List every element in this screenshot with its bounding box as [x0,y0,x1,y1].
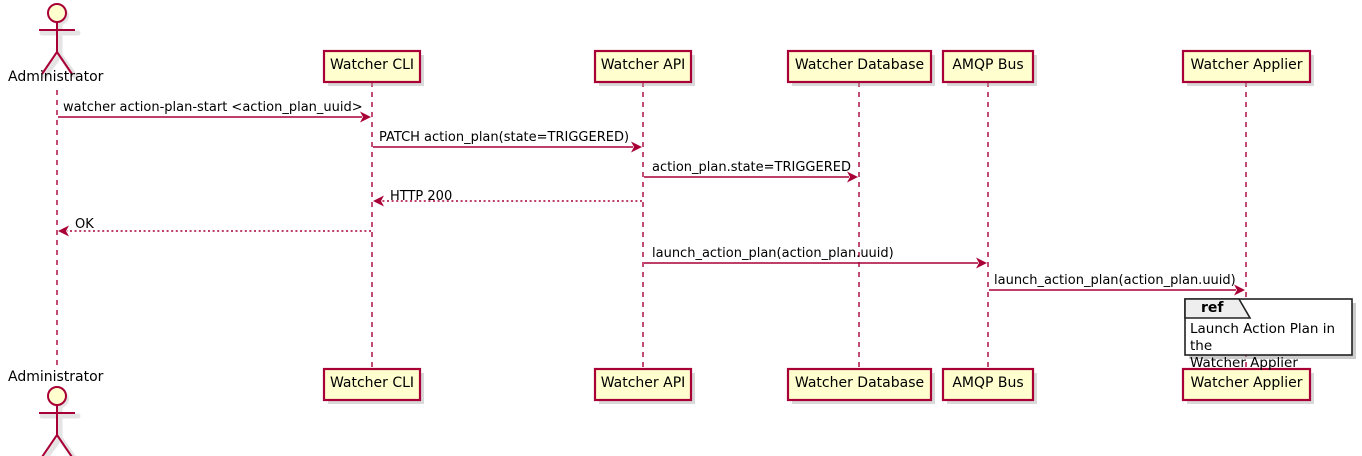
participant-label-watcher-api-top: Watcher API [600,57,686,73]
participant-box-amqp-bus-top[interactable] [941,49,1035,84]
message-arrowhead-m5 [58,225,69,237]
ref-tab-ref1 [1184,298,1252,319]
message-m5[interactable] [58,225,371,237]
participant-label-watcher-cli-top: Watcher CLI [329,57,415,73]
actor-head-icon [47,386,67,406]
participant-label-watcher-api-bottom: Watcher API [600,375,686,391]
message-arrows-group [58,111,1245,296]
message-arrowhead-m3 [847,171,858,183]
ref-body-text-ref1: Launch Action Plan in the Watcher Applie… [1190,321,1336,371]
message-label-m4: HTTP 200 [390,189,453,204]
actor-leg-left [41,51,58,75]
actor-figure-administrator-bottom [39,386,81,456]
message-arrowhead-m7 [1234,284,1245,296]
actor-figure-administrator-top [39,3,81,79]
actor-leg-left [41,434,58,456]
message-m2[interactable] [373,141,642,153]
participant-box-watcher-api-bottom[interactable] [593,367,693,402]
message-arrowhead-m4 [373,195,384,207]
message-m1[interactable] [58,111,371,123]
participant-label-watcher-cli-bottom: Watcher CLI [329,375,415,391]
actor-label-administrator-bottom: Administrator [8,369,104,385]
participant-box-watcher-applier-bottom[interactable] [1181,367,1312,402]
ref-fragment-ref1[interactable] [1184,298,1356,359]
lifelines-group [56,82,1247,369]
participant-label-amqp-bus-top: AMQP Bus [952,57,1024,73]
participant-label-watcher-applier-top: Watcher Applier [1190,57,1303,73]
participant-box-watcher-database-bottom[interactable] [786,367,933,402]
participant-box-watcher-applier-top[interactable] [1181,49,1312,84]
participant-boxes-group [322,49,1314,404]
message-label-m1: watcher action-plan-start <action_plan_u… [63,100,363,115]
message-arrowhead-m2 [631,141,642,153]
participant-label-watcher-database-bottom: Watcher Database [794,375,925,391]
actor-leg-right [56,434,73,456]
message-label-m2: PATCH action_plan(state=TRIGGERED) [379,130,630,145]
actor-leg-right [56,51,73,75]
participant-label-amqp-bus-bottom: AMQP Bus [952,375,1024,391]
participant-box-watcher-cli-top[interactable] [322,49,422,84]
message-label-m7: launch_action_plan(action_plan.uuid) [994,273,1236,288]
message-m3[interactable] [644,171,858,183]
message-m7[interactable] [989,284,1245,296]
message-m4[interactable] [373,195,642,207]
actor-shadow-body [39,22,81,79]
actor-figures-group [39,3,81,456]
message-label-m3: action_plan.state=TRIGGERED [652,160,851,175]
message-m6[interactable] [644,257,987,269]
actor-label-administrator-top: Administrator [8,69,104,85]
message-arrowhead-m6 [976,257,987,269]
actor-shadow-body [39,405,81,456]
participant-box-watcher-api-top[interactable] [593,49,693,84]
actor-head-icon [47,3,67,23]
ref-fragments-group [1184,298,1356,359]
participant-box-amqp-bus-bottom[interactable] [941,367,1035,402]
participant-box-watcher-database-top[interactable] [786,49,933,84]
message-label-m6: launch_action_plan(action_plan.uuid) [652,246,894,261]
participant-label-watcher-applier-bottom: Watcher Applier [1190,375,1303,391]
message-arrowhead-m1 [360,111,371,123]
message-label-m5: OK [75,217,94,232]
participant-label-watcher-database-top: Watcher Database [794,57,925,73]
ref-tab-label-ref1: ref [1201,300,1224,316]
participant-box-watcher-cli-bottom[interactable] [322,367,422,402]
